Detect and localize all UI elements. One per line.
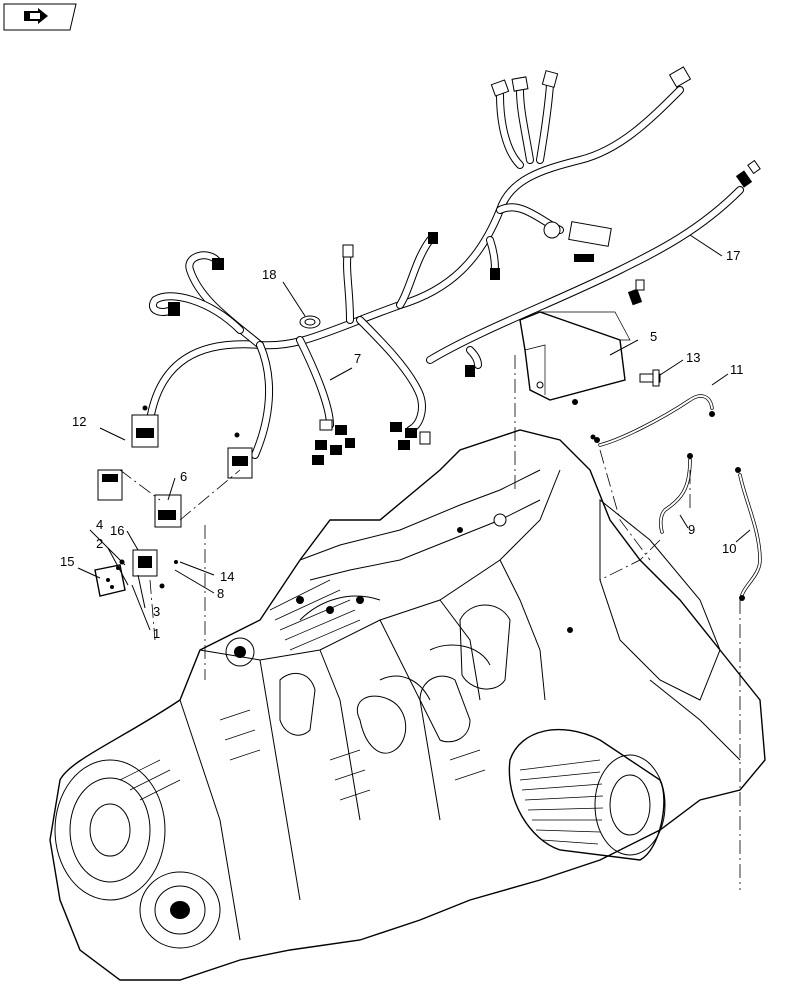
sensor-part-6[interactable]	[97, 414, 253, 528]
callout-2[interactable]: 2	[96, 536, 103, 551]
callout-11[interactable]: 11	[730, 362, 744, 377]
callout-3[interactable]: 3	[153, 604, 160, 619]
callout-18[interactable]: 18	[262, 267, 276, 282]
connector-cluster-right[interactable]	[390, 422, 431, 450]
aftertreatment-canister	[508, 728, 666, 861]
small-fasteners	[116, 405, 596, 589]
callout-12[interactable]: 12	[72, 414, 86, 429]
connector-cluster-left[interactable]	[312, 419, 355, 465]
alignment-center-lines	[119, 355, 741, 890]
bolt-part-13[interactable]	[639, 369, 661, 387]
callout-14[interactable]: 14	[220, 569, 234, 584]
callout-10[interactable]: 10	[722, 541, 736, 556]
callout-leaders	[77, 234, 751, 631]
callout-6[interactable]: 6	[180, 469, 187, 484]
callout-17[interactable]: 17	[726, 248, 740, 263]
callout-7[interactable]: 7	[354, 351, 361, 366]
callout-16[interactable]: 16	[110, 523, 124, 538]
wire-part-11[interactable]	[594, 394, 715, 447]
callout-4[interactable]: 4	[96, 517, 103, 532]
main-wiring-harness	[146, 66, 761, 459]
bracket-part-15[interactable]	[94, 564, 126, 597]
callout-13[interactable]: 13	[686, 350, 700, 365]
callout-1[interactable]: 1	[153, 626, 160, 641]
grommet-part-18[interactable]	[299, 315, 321, 329]
callout-15[interactable]: 15	[60, 554, 74, 569]
wire-part-10[interactable]	[735, 467, 762, 601]
callout-5[interactable]: 5	[650, 329, 657, 344]
nav-arrow-icon[interactable]	[3, 3, 77, 31]
callout-9[interactable]: 9	[688, 522, 695, 537]
wire-part-9[interactable]	[659, 453, 693, 534]
callout-8[interactable]: 8	[217, 586, 224, 601]
callout-labels: 1 2 3 4 5 6 7 8 9 10 11 12 13 14 15 16 1…	[60, 248, 744, 641]
mounting-bracket-part-5[interactable]	[519, 311, 631, 405]
clamp-part-16[interactable]	[132, 549, 158, 577]
engine-assembly	[49, 429, 766, 981]
